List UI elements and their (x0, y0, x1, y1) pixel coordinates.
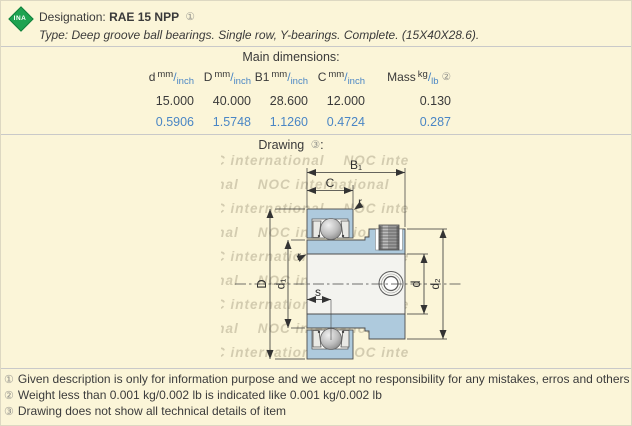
dim-D (266, 208, 305, 360)
inner-ring-bottom (306, 313, 406, 340)
seal-lip (317, 330, 321, 334)
watermark: C international NOC inte (221, 153, 410, 168)
value-C-inch: 0.4724 (326, 115, 365, 129)
dim-label-s: s (315, 285, 321, 299)
designation-note-ref: ① (185, 11, 195, 23)
seal-bottom-left (312, 330, 322, 348)
dim-label-b1: B₁ (350, 158, 362, 172)
screw-hole-inner (383, 275, 399, 292)
dim-label-r-top: r (358, 197, 362, 209)
divider-middle (1, 134, 631, 135)
divider-top (1, 46, 631, 47)
dim-c (307, 185, 354, 208)
thread-gap-right (398, 228, 403, 251)
set-screw-threads (379, 227, 399, 250)
set-screw-shade (383, 225, 388, 250)
type-label: Type: (39, 28, 69, 42)
dim-label-d1: d₁ (274, 279, 288, 290)
main-dimensions-title: Main dimensions: (242, 50, 340, 64)
seal-top-left (312, 220, 322, 238)
designation-value: RAE 15 NPP (109, 10, 180, 24)
value-D-inch: 1.5748 (212, 115, 251, 129)
dim-d (407, 253, 428, 315)
ina-logo: INA (8, 6, 34, 32)
mm-values-row: 15.000 40.000 28.600 12.000 0.130 (119, 91, 451, 112)
thread-gap-left (375, 228, 380, 251)
type-line: Type: Deep groove ball bearings. Single … (39, 28, 479, 42)
drawing-title: Drawing ③: (258, 138, 324, 152)
dim-d2 (407, 228, 447, 340)
value-C-mm: 12.000 (326, 94, 365, 108)
seal-bottom-right (340, 330, 350, 348)
dim-label-D: D (254, 279, 269, 288)
value-d-inch: 0.5906 (155, 115, 194, 129)
value-mass-lb: 0.287 (419, 115, 451, 129)
inch-values-row: 0.5906 1.5748 1.1260 0.4724 0.287 (119, 112, 451, 133)
value-D-mm: 40.000 (212, 94, 251, 108)
set-screw-edge (396, 226, 399, 249)
r-leader-left (296, 254, 307, 262)
drawing-note-ref: ③ (310, 139, 321, 151)
seal-lip (341, 234, 345, 238)
designation-label: Designation: (39, 10, 106, 24)
dim-label-c: C (326, 176, 335, 190)
ina-logo-text: INA (13, 15, 27, 22)
seal-lip (341, 330, 345, 334)
value-mass-kg: 0.130 (419, 94, 451, 108)
seal-top-right (340, 220, 350, 238)
bearing-cross-section: B₁ C r D d₁ s r (235, 158, 461, 360)
divider-bottom (1, 368, 631, 369)
dim-label-d: d (409, 280, 423, 287)
dim-d1 (284, 239, 305, 329)
value-d-mm: 15.000 (155, 94, 194, 108)
type-value: Deep groove ball bearings. Single row, Y… (71, 28, 480, 42)
seal-lip (317, 234, 321, 238)
value-B1-inch: 1.1260 (269, 115, 308, 129)
set-screw-edge (379, 226, 382, 249)
r-leader-top (353, 201, 364, 210)
screw-hole-mid (381, 273, 401, 294)
dim-label-r-left: r (297, 251, 301, 263)
dim-label-d2: d₂ (428, 278, 442, 290)
value-B1-mm: 28.600 (269, 94, 308, 108)
ball-top (320, 218, 342, 240)
designation-line: Designation: RAE 15 NPP ① (39, 10, 195, 24)
